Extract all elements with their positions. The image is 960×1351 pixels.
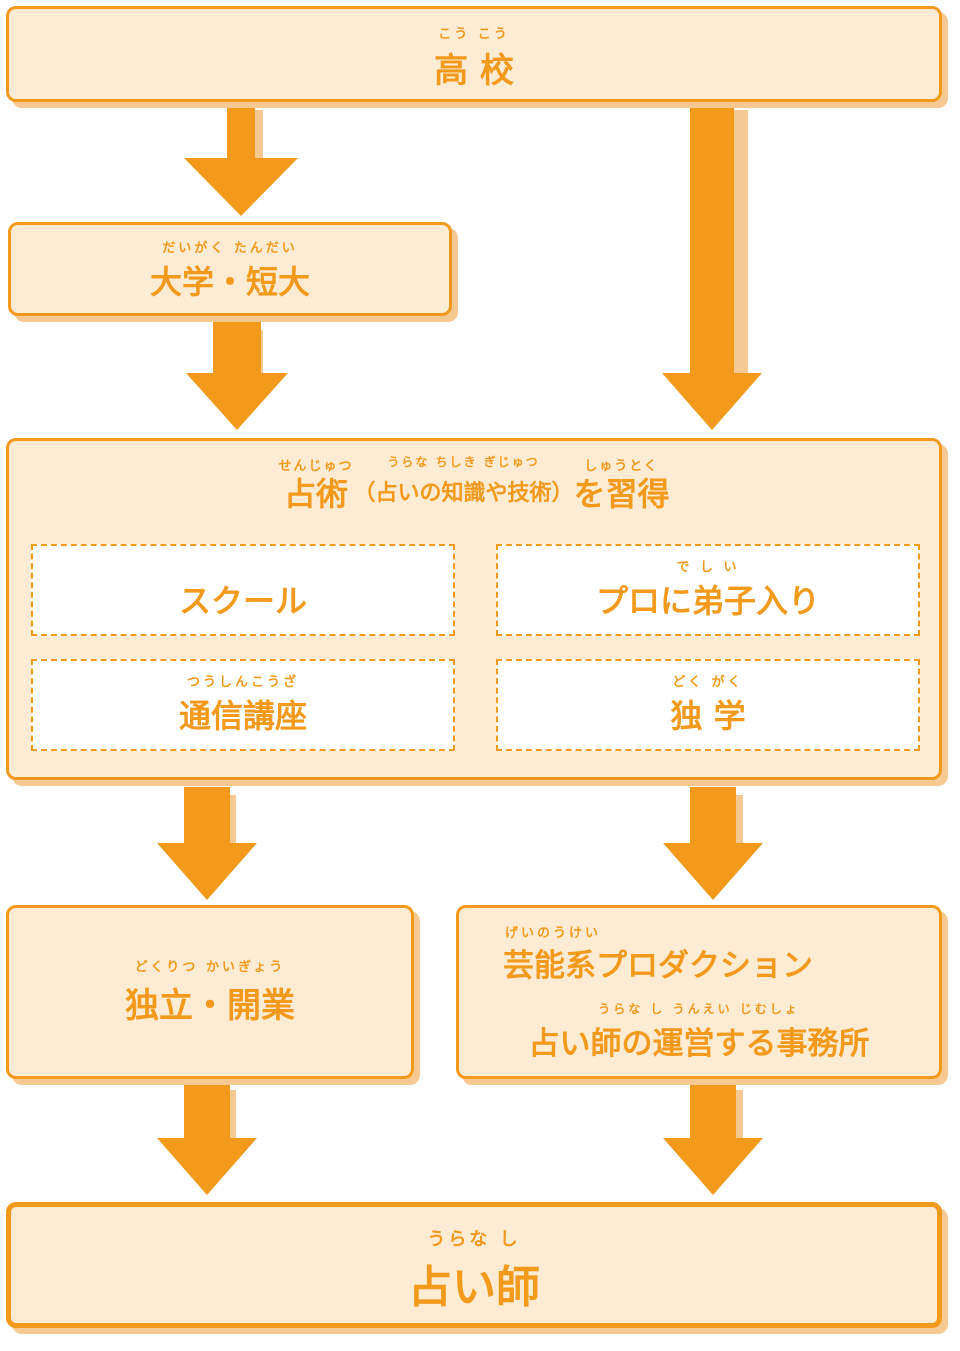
- arrow-highschool-to-university: [184, 103, 298, 216]
- agency-ruby-2: うらな し うんえい じむしょ: [598, 1002, 800, 1016]
- option-apprentice-ruby: で し い: [676, 560, 740, 575]
- option-apprentice-label: プロに弟子入り: [595, 582, 820, 620]
- option-correspondence: つうしんこうざ 通信講座: [31, 659, 455, 751]
- study-ruby-paren: うらな ちしき ぎじゅつ: [387, 455, 540, 469]
- high-school-box: こう こう 高 校: [6, 6, 942, 102]
- arrow-highschool-to-study: [662, 103, 762, 430]
- option-apprentice: で し い プロに弟子入り: [496, 544, 920, 636]
- independent-box: どくりつ かいぎょう 独立・開業: [6, 905, 414, 1079]
- option-school-label: スクール: [178, 582, 307, 620]
- study-title-end: を習得: [573, 475, 670, 513]
- high-school-label: 高 校: [434, 51, 514, 91]
- arrow-study-to-agency: [663, 787, 763, 900]
- university-ruby: だいがく たんだい: [162, 241, 298, 256]
- fortune-teller-label: 占い師: [408, 1262, 540, 1313]
- university-box: だいがく たんだい 大学・短大: [8, 222, 452, 316]
- university-label: 大学・短大: [149, 263, 310, 301]
- study-title-main: 占術: [283, 475, 348, 513]
- study-box: せんじゅつ 占術 うらな ちしき ぎじゅつ （占いの知識や技術） しゅうとく を…: [6, 438, 942, 780]
- agency-line-2: 占い師の運営する事務所: [528, 1026, 870, 1062]
- independent-label: 独立・開業: [125, 986, 295, 1026]
- study-ruby-main: せんじゅつ: [278, 459, 354, 474]
- agency-ruby-1: げいのうけい: [505, 926, 602, 941]
- arrow-agency-to-fortune-teller: [663, 1082, 763, 1195]
- arrow-independent-to-fortune-teller: [157, 1082, 257, 1195]
- arrow-university-to-study: [186, 320, 288, 430]
- high-school-ruby: こう こう: [438, 27, 510, 42]
- option-correspondence-ruby: つうしんこうざ: [186, 675, 299, 690]
- fortune-teller-ruby: うらな し: [427, 1229, 521, 1250]
- agency-box: げいのうけい 芸能系プロダクション うらな し うんえい じむしょ 占い師の運営…: [456, 905, 942, 1079]
- fortune-teller-box: うらな し 占い師: [6, 1202, 942, 1328]
- study-title-paren: （占いの知識や技術）: [353, 481, 574, 506]
- agency-line-1: 芸能系プロダクション: [503, 948, 813, 984]
- arrow-study-to-independent: [157, 787, 257, 900]
- option-school: スクール: [31, 544, 455, 636]
- option-self-study: どく がく 独 学: [496, 659, 920, 751]
- study-ruby-end: しゅうとく: [584, 459, 659, 474]
- study-title: せんじゅつ 占術 うらな ちしき ぎじゅつ （占いの知識や技術） しゅうとく を…: [9, 453, 939, 514]
- option-self-study-label: 独 学: [670, 697, 746, 735]
- option-self-study-ruby: どく がく: [672, 675, 744, 690]
- independent-ruby: どくりつ かいぎょう: [134, 960, 286, 975]
- option-correspondence-label: 通信講座: [178, 697, 307, 735]
